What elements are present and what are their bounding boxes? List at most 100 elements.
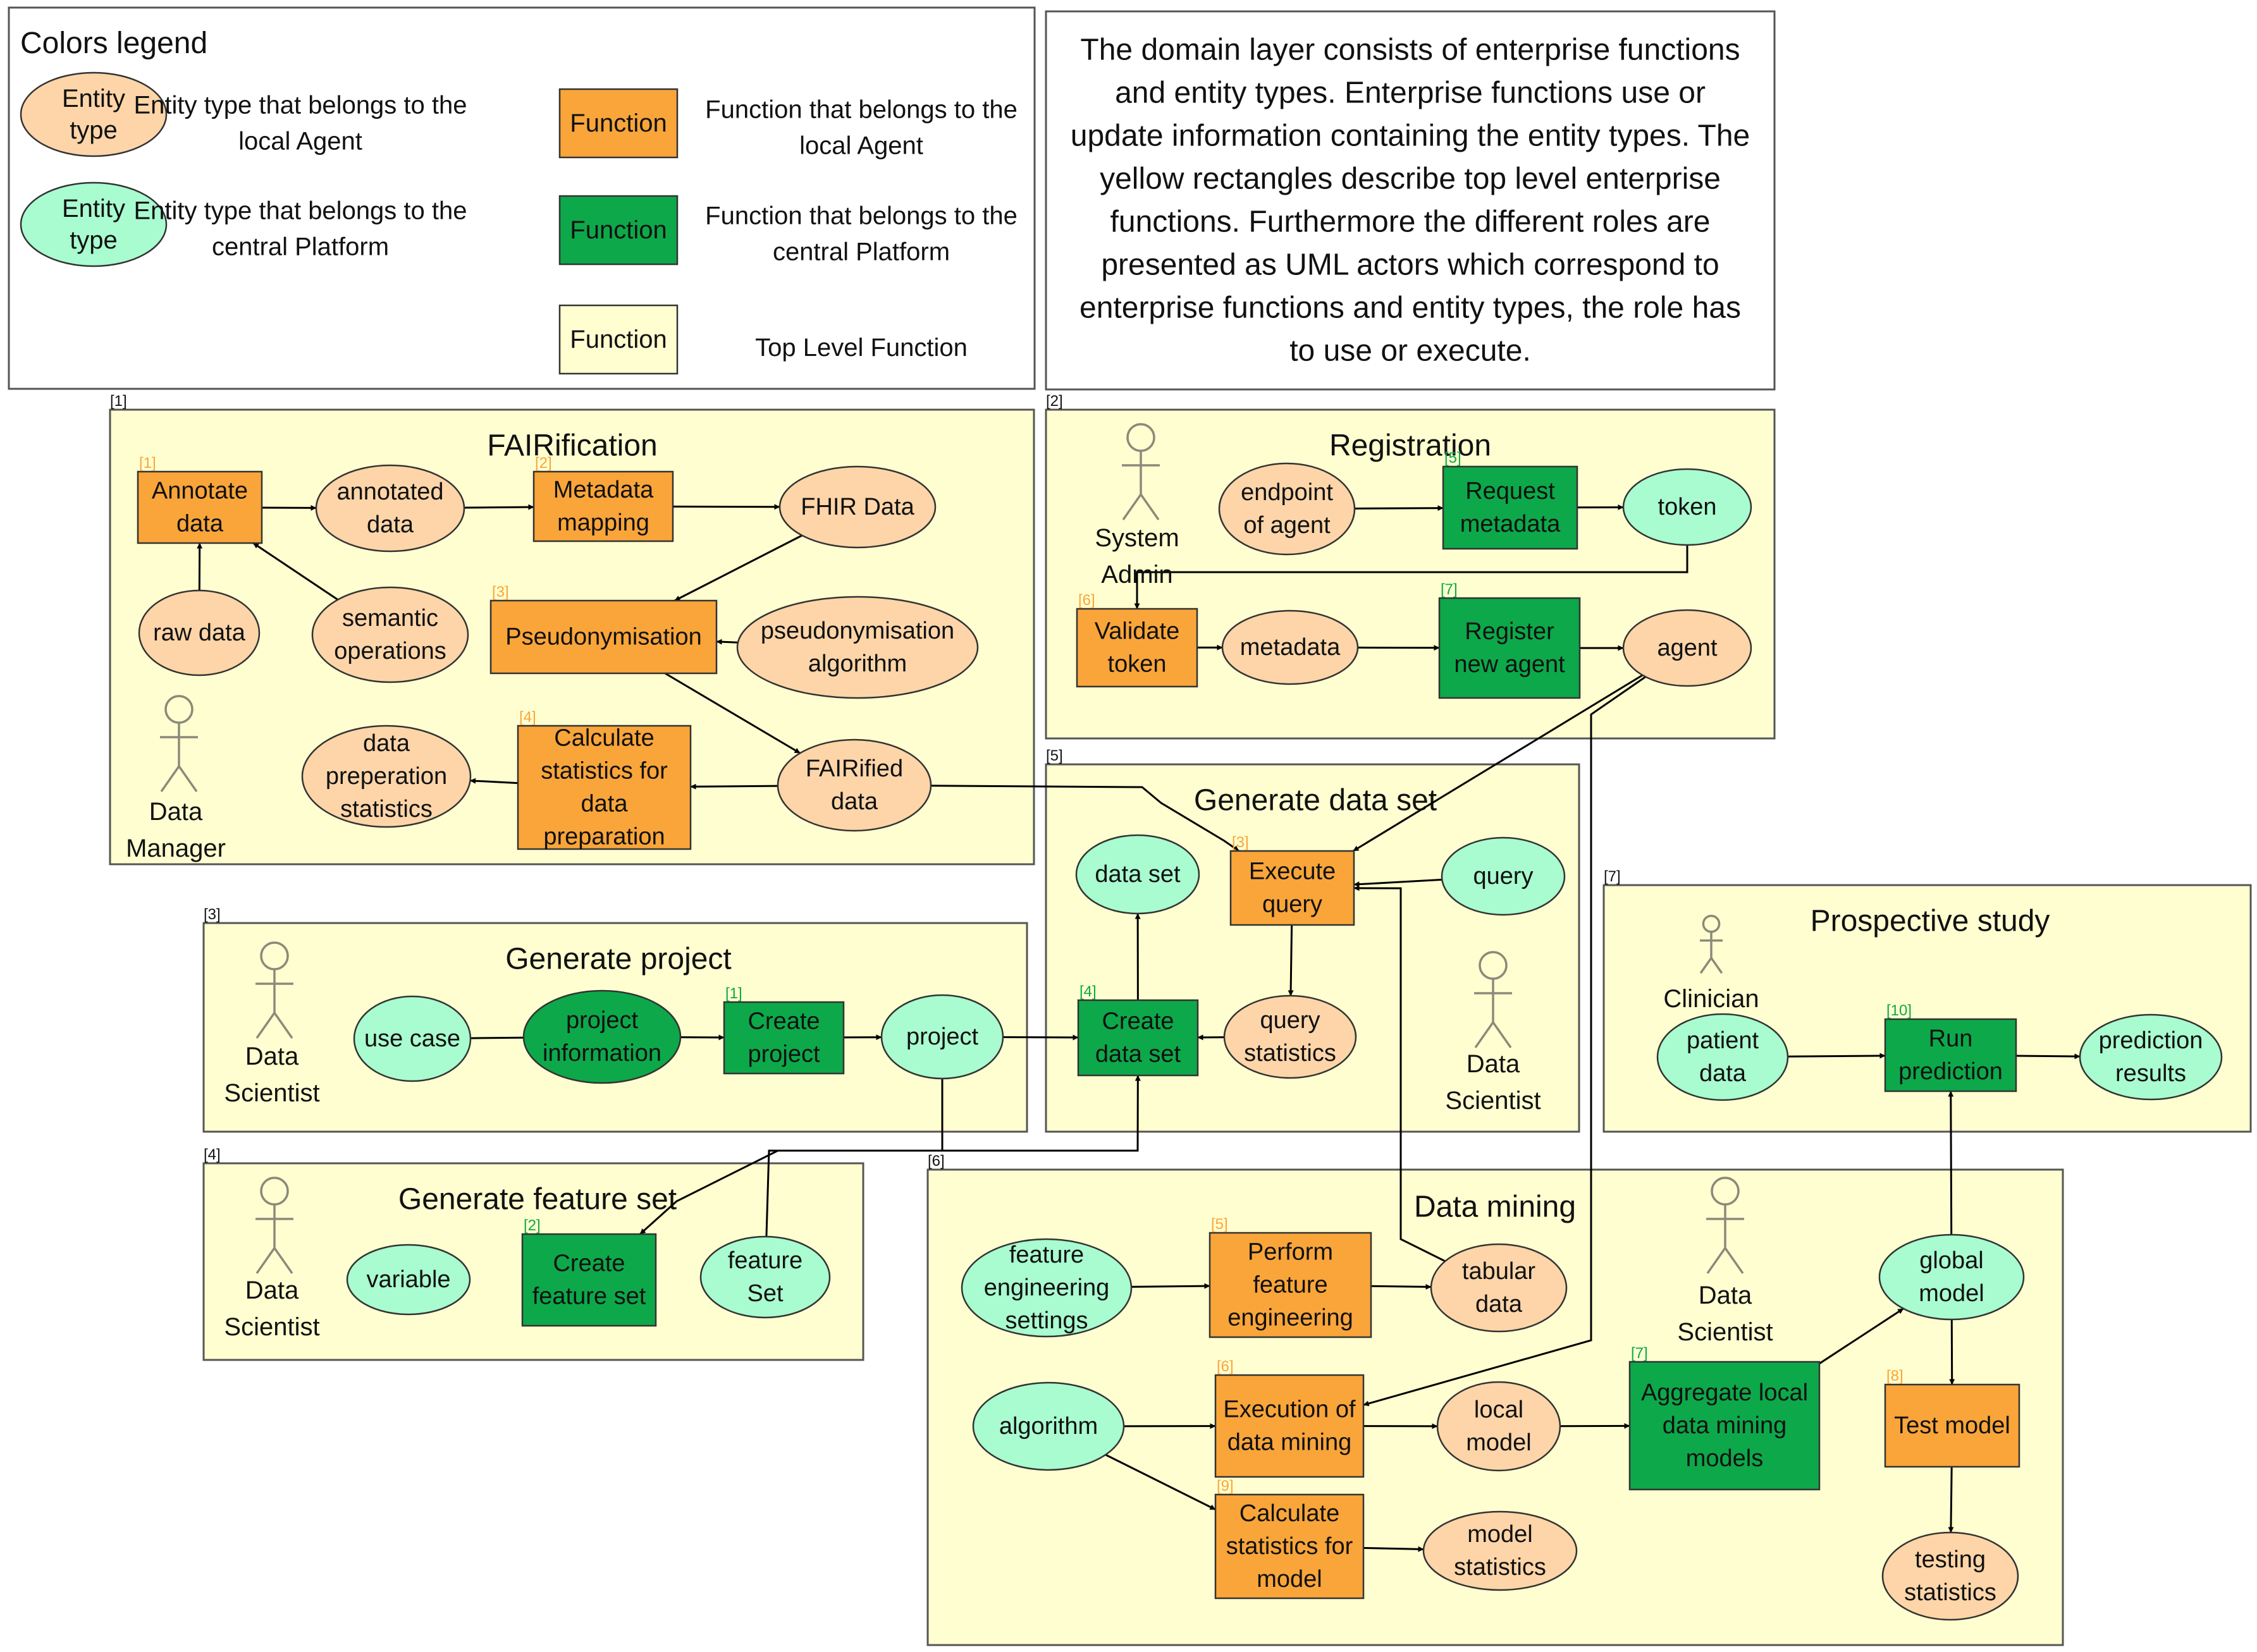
panel-title: Registration [1329, 429, 1491, 463]
edge-agent-to-execquery [1352, 674, 1644, 852]
panel-title: Prospective study [1811, 905, 2050, 938]
node-shape [1218, 462, 1356, 556]
node-label: metadata [1240, 634, 1341, 661]
uml-actor-icon [1122, 423, 1160, 521]
panel-title: Generate data set [1194, 784, 1437, 817]
node-shape [353, 995, 472, 1082]
edge-tabular-to-execquery [1353, 885, 1446, 1263]
function-number: [6] [1078, 592, 1095, 609]
legend-entity-swatch [20, 71, 168, 157]
legend-entity-swatch [20, 181, 168, 267]
node-shape [532, 470, 674, 542]
actor-label: Clinician [1663, 985, 1759, 1013]
node-shape [1077, 999, 1199, 1077]
node-shape [880, 994, 1004, 1080]
function-number: [9] [1217, 1478, 1234, 1495]
legend-description: Top Level Function [755, 334, 968, 362]
node-shape [517, 725, 692, 850]
node-shape [972, 1381, 1125, 1471]
edge-featset2-to-perffeat [1131, 1283, 1210, 1289]
function-number: [1] [139, 455, 156, 472]
edge-calcstat-to-prepstat [470, 778, 519, 785]
panel-title: Generate project [505, 943, 732, 976]
legend-function-swatch [558, 88, 679, 159]
entity-use-case: use case [353, 995, 472, 1082]
uml-actor-icon [1474, 951, 1512, 1049]
function-number: [1] [725, 985, 742, 1002]
panel-tag: [5] [1046, 747, 1063, 764]
panel-tag: [1] [110, 393, 127, 410]
edge-fairified-to-execquery [930, 785, 1239, 852]
node-shape [1878, 1233, 2025, 1321]
node-shape [1884, 1383, 2020, 1468]
node-shape [777, 738, 932, 832]
edge-aggregate-to-globalmodel [1819, 1307, 1904, 1365]
panel-registration: [2]Registration [1045, 393, 1776, 740]
entity-metadata: metadata [1221, 609, 1359, 685]
entity-agent: agent [1622, 609, 1752, 687]
node-label: agent [1657, 635, 1718, 661]
node-shape [961, 1238, 1133, 1338]
edge-endpoint-to-reqmeta [1354, 505, 1444, 511]
legend-title: Colors legend [20, 27, 207, 60]
panel-frame [1045, 408, 1776, 740]
node-shape [489, 599, 718, 675]
edge-agent-to-execdm [1363, 676, 1647, 1407]
legend-swatch-label: Function [570, 109, 667, 137]
panel-title: Generate feature set [398, 1183, 677, 1216]
node-shape [723, 1001, 845, 1075]
edge-token-to-validate [1134, 545, 1688, 609]
edges-layer [197, 504, 2081, 1552]
node-label: use case [364, 1025, 460, 1052]
edge-query-to-execquery [1353, 878, 1442, 888]
edge-pseudo-to-fairified [664, 672, 801, 754]
node-shape [1430, 1243, 1568, 1333]
edge-fhir-to-pseudo [674, 534, 803, 602]
function-number: [4] [1079, 983, 1097, 1000]
edge-semantic-to-annotate [252, 542, 339, 601]
entity-algorithm: algorithm [972, 1381, 1125, 1471]
node-shape [1881, 1531, 2019, 1621]
node-shape [1214, 1374, 1365, 1478]
node-label: algorithm [999, 1413, 1098, 1440]
